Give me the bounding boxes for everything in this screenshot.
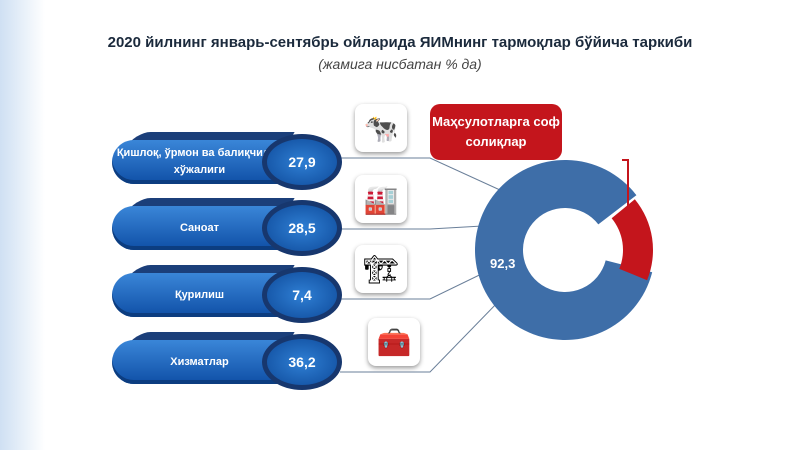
sector-value: 28,5	[262, 200, 342, 256]
sector-value: 27,9	[262, 134, 342, 190]
net-taxes-label: Маҳсулотларга соф солиқлар	[432, 114, 560, 149]
sector-value: 36,2	[262, 334, 342, 390]
donut-segment-sectors	[475, 160, 653, 341]
services-medkit-icon: 🧰	[368, 318, 420, 366]
construction-crane-icon: 🏗	[355, 245, 407, 293]
factory-icon: 🏭	[355, 175, 407, 223]
sector-value: 7,4	[262, 267, 342, 323]
connector-line	[340, 157, 501, 191]
chart-title: 2020 йилнинг январь-сентябрь ойларида ЯИ…	[107, 34, 693, 51]
sector-row: Қишлоқ, ўрмон ва балиқчилик хўжалиги 27,…	[112, 132, 342, 190]
farm-cow-icon: 🐄	[355, 104, 407, 152]
donut-segment-taxes	[611, 199, 653, 281]
connector-line	[340, 264, 501, 300]
tax-connector-line	[622, 159, 629, 210]
sector-row: Қурилиш 7,4	[112, 265, 342, 323]
background-edge	[0, 0, 45, 450]
sector-label: Қишлоқ, ўрмон ва балиқчилик хўжалиги	[112, 140, 287, 184]
connector-line	[340, 299, 501, 373]
donut-label-taxes: 7,7	[595, 233, 614, 248]
sector-label: Хизматлар	[112, 340, 287, 384]
net-taxes-label-box: Маҳсулотларга соф солиқлар	[430, 104, 562, 160]
sector-label: Саноат	[112, 206, 287, 250]
donut-label-sectors: 92,3	[490, 256, 516, 271]
connector-line	[340, 224, 501, 230]
sector-row: Саноат 28,5	[112, 198, 342, 256]
sector-label: Қурилиш	[112, 273, 287, 317]
chart-subtitle: (жамига нисбатан % да)	[318, 56, 482, 72]
sector-row: Хизматлар 36,2	[112, 332, 342, 390]
